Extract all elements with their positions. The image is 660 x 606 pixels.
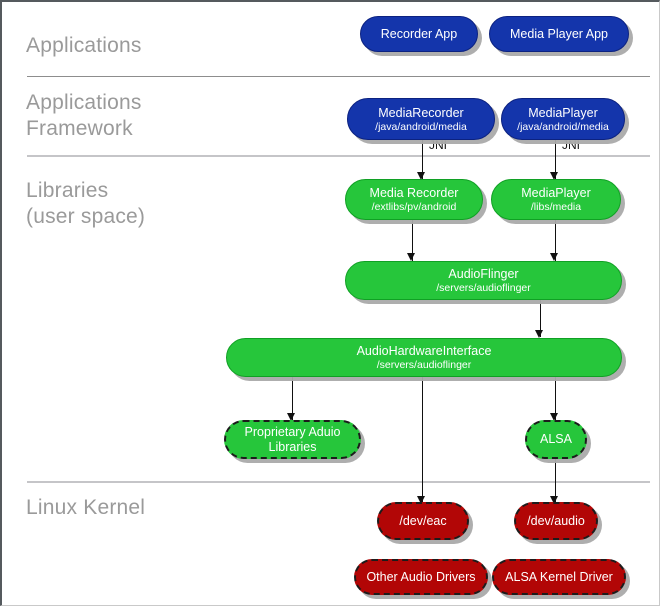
node-subtitle: /servers/audioflinger (436, 282, 531, 294)
node-mediaplayer-framework[interactable]: MediaPlayer /java/android/media (501, 98, 625, 140)
node-title: Proprietary Aduio (244, 424, 341, 439)
node-title: ALSA (540, 432, 572, 446)
node-title: /dev/eac (399, 513, 447, 528)
node-title: AudioFlinger (448, 267, 519, 281)
node-dev-eac[interactable]: /dev/eac (377, 502, 469, 540)
node-audiohardwareinterface[interactable]: AudioHardwareInterface /servers/audiofli… (226, 338, 622, 377)
node-media-recorder-lib[interactable]: Media Recorder /extlibs/pv/android (345, 179, 483, 220)
node-title: ALSA Kernel Driver (505, 569, 613, 584)
node-subtitle: /servers/audioflinger (376, 359, 472, 371)
node-alsa-kernel-driver[interactable]: ALSA Kernel Driver (492, 559, 626, 595)
edge-label-jni-player: JNI (562, 138, 580, 152)
node-other-audio-drivers[interactable]: Other Audio Drivers (354, 559, 488, 595)
node-audioflinger[interactable]: AudioFlinger /servers/audioflinger (345, 261, 622, 300)
node-title: AudioHardwareInterface (356, 344, 492, 358)
node-dev-audio[interactable]: /dev/audio (514, 502, 598, 540)
node-mediaplayer-lib[interactable]: MediaPlayer /libs/media (491, 179, 621, 220)
node-subtitle: /java/android/media (517, 120, 609, 133)
edge-audioflinger-to-audiohardwareinterface (540, 299, 541, 337)
arrowhead-audioflinger-left (407, 253, 415, 261)
node-mediarecorder-framework[interactable]: MediaRecorder /java/android/media (347, 98, 495, 140)
node-title: Media Player App (510, 26, 608, 41)
layer-label-applications-framework: Applications Framework (26, 91, 142, 140)
arrowhead-proprietary-libraries (287, 413, 295, 421)
divider-libraries (27, 481, 650, 483)
node-subtitle: /java/android/media (375, 120, 467, 133)
arrowhead-alsa (550, 413, 558, 421)
layer-label-applications: Applications (26, 34, 142, 57)
edge-ahi-to-alsa (555, 377, 556, 420)
edge-mediaplayer-lib-to-audioflinger (555, 220, 556, 262)
arrowhead-mediaplayer-lib (550, 172, 558, 180)
node-alsa[interactable]: ALSA (525, 420, 587, 459)
node-title: MediaRecorder (378, 105, 464, 120)
arrowhead-media-recorder-lib (417, 172, 425, 180)
node-subtitle: /libs/media (530, 201, 582, 213)
edge-mediarecorder-to-media-recorder-lib (422, 140, 423, 179)
node-subtitle: /extlibs/pv/android (371, 201, 457, 213)
edge-ahi-to-dev-eac (422, 377, 423, 502)
edge-mediaplayer-to-mediaplayer-lib (555, 140, 556, 179)
node-title-line2: Libraries (268, 439, 317, 454)
node-proprietary-audio-libraries[interactable]: Proprietary Aduio Libraries (224, 420, 361, 459)
layer-label-libraries: Libraries (user space) (26, 179, 146, 228)
node-title: Recorder App (380, 26, 458, 41)
node-title: Media Recorder (369, 186, 459, 200)
node-title: MediaPlayer (521, 186, 591, 200)
node-media-player-app[interactable]: Media Player App (489, 16, 629, 52)
edge-ahi-to-proprietary-libraries (292, 377, 293, 420)
arrowhead-audioflinger-right (550, 253, 558, 261)
edge-media-recorder-lib-to-audioflinger (412, 220, 413, 262)
edge-label-jni-recorder: JNI (429, 138, 447, 152)
arrowhead-dev-audio (550, 496, 558, 504)
divider-applications-framework (27, 155, 650, 157)
edge-alsa-to-dev-audio (555, 458, 556, 502)
node-title: Other Audio Drivers (366, 569, 476, 584)
arrowhead-dev-eac (417, 496, 425, 504)
node-title: MediaPlayer (528, 105, 598, 120)
node-recorder-app[interactable]: Recorder App (360, 16, 478, 52)
divider-applications (27, 76, 650, 77)
node-title: /dev/audio (527, 513, 585, 528)
arrowhead-audiohardwareinterface (535, 330, 543, 338)
layer-label-linux-kernel: Linux Kernel (26, 496, 146, 519)
